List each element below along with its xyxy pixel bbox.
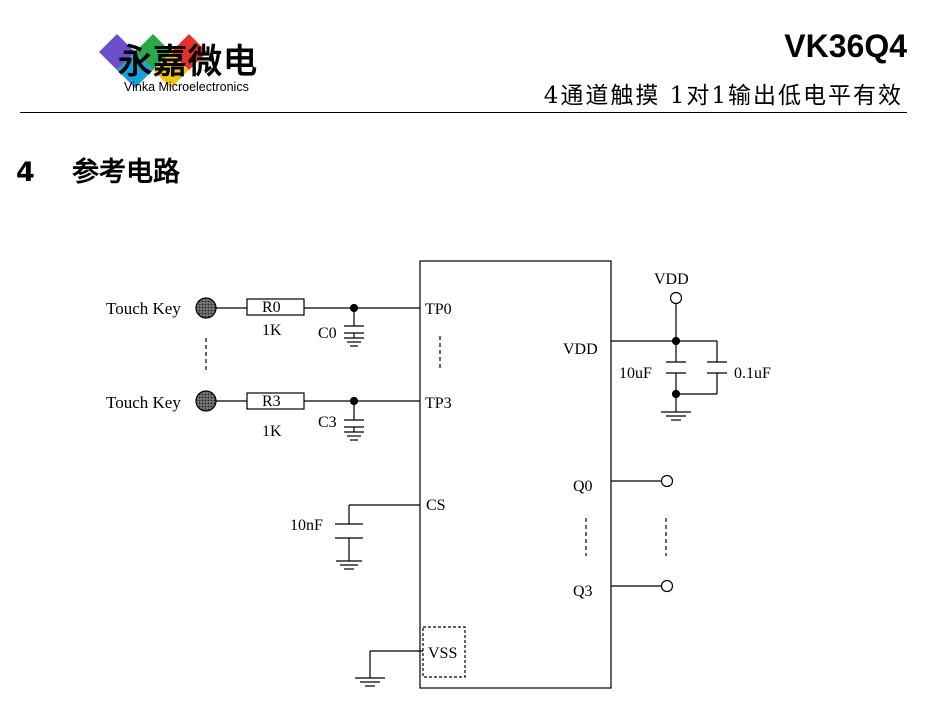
q0-terminal xyxy=(660,474,674,488)
junction-vdd xyxy=(671,336,681,346)
q3-terminal xyxy=(660,579,674,593)
logo-chinese-name: 永嘉微电 xyxy=(118,42,258,82)
cap-cs-value: 10nF xyxy=(290,517,323,534)
chip-name: VK36Q4 xyxy=(784,28,907,64)
vdd-net-label: VDD xyxy=(654,271,689,288)
pin-vss: VSS xyxy=(428,645,457,662)
resistor-r3-label: R3 xyxy=(262,393,281,410)
section-title: 参考电路 xyxy=(72,157,180,188)
cap-01uf-label: 0.1uF xyxy=(734,365,771,382)
ic-body xyxy=(419,260,612,689)
pin-tp3: TP3 xyxy=(425,395,452,412)
page-header: 永嘉微电 Vinka Microelectronics VK36Q4 4通道触摸… xyxy=(0,0,937,120)
vdd-terminal xyxy=(669,291,683,305)
pin-tp0: TP0 xyxy=(425,301,452,318)
touch-key-label-0: Touch Key xyxy=(106,299,181,318)
junction-gnd xyxy=(671,389,681,399)
logo-diamond-yellow xyxy=(153,52,189,88)
pin-cs: CS xyxy=(426,497,446,514)
section-number: 4 xyxy=(16,157,35,188)
resistor-r0-value: 1K xyxy=(262,322,282,339)
pin-q0: Q0 xyxy=(573,478,593,495)
section-heading: 4 参考电路 xyxy=(16,150,180,189)
pin-vdd: VDD xyxy=(563,341,598,358)
touch-key-pad-3 xyxy=(195,390,217,412)
cap-c3-label: C3 xyxy=(318,414,337,431)
cap-10uf-label: 10uF xyxy=(619,365,652,382)
cap-c0-label: C0 xyxy=(318,325,337,342)
touch-key-label-3: Touch Key xyxy=(106,393,181,412)
logo-diamond-blue xyxy=(117,52,153,88)
resistor-r3-value: 1K xyxy=(262,423,282,440)
chip-description: 4通道触摸 1对1输出低电平有效 xyxy=(543,83,903,109)
vss-dashed-box xyxy=(422,626,466,678)
touch-key-pad-0 xyxy=(195,297,217,319)
resistor-r0-label: R0 xyxy=(262,299,281,316)
header-divider xyxy=(20,112,907,113)
vinka-logo xyxy=(99,34,207,88)
resistor-r0 xyxy=(246,298,305,316)
pin-q3: Q3 xyxy=(573,583,593,600)
logo-english-name: Vinka Microelectronics xyxy=(124,80,249,94)
